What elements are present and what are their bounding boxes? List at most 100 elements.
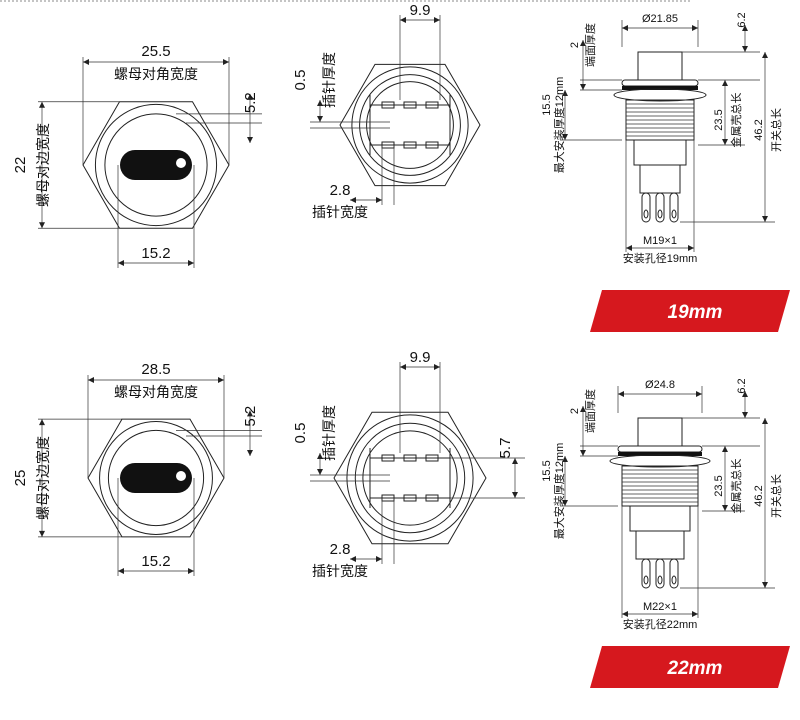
- base-circle: [362, 430, 458, 526]
- flat-width-value: 25: [12, 470, 29, 487]
- solder-terminal: [655, 558, 665, 589]
- indicator-dot: [176, 471, 186, 481]
- face-thickness-label: 端面厚度: [583, 23, 597, 67]
- knob-cap: [637, 417, 683, 447]
- pin-thickness-value: 0.5: [292, 70, 309, 91]
- solder-terminal: [669, 558, 679, 589]
- base-circle: [366, 81, 454, 169]
- solder-terminal: [641, 192, 651, 223]
- face-thickness-value: 2: [569, 42, 581, 48]
- thread-spec-value: M22×1: [643, 601, 677, 613]
- bezel-circle: [104, 113, 208, 217]
- pin-width-label: 插针宽度: [312, 563, 368, 579]
- bezel-diameter-value: Ø24.8: [645, 379, 675, 391]
- pin-thickness-value: 0.5: [292, 423, 309, 444]
- mount-thickness-value: 15.5: [541, 94, 553, 115]
- arrowhead: [742, 25, 748, 52]
- total-length-label: 开关总长: [769, 108, 783, 152]
- pin-thickness-label: 插针厚度: [321, 405, 337, 461]
- hex-nut-side: [613, 88, 707, 102]
- pin-width-value: 2.8: [330, 182, 351, 199]
- arrowhead: [742, 391, 748, 418]
- nut-inner-circle: [94, 103, 218, 227]
- solder-terminal: [669, 192, 679, 223]
- body-circle: [354, 422, 466, 534]
- size-banner: [590, 290, 790, 332]
- bezel-circle: [107, 429, 205, 527]
- terminal-hole: [643, 575, 649, 585]
- arrowhead: [580, 40, 586, 90]
- arrowhead: [317, 100, 323, 122]
- corner-width-value: 25.5: [141, 43, 170, 60]
- arrowhead: [562, 456, 568, 506]
- flat-width-label: 螺母对边宽度: [35, 436, 51, 520]
- pin-base-outline: [369, 95, 451, 155]
- pin-row-spacing-value: 5.7: [497, 438, 514, 459]
- front-view: 25.5 螺母对角宽度 22 螺母对边宽度 5.2 15.2: [12, 43, 262, 268]
- sealing-ring: [622, 86, 698, 90]
- corner-width-label: 螺母对角宽度: [114, 384, 198, 400]
- switch-base: [639, 164, 681, 194]
- hex-nut-outline: [339, 63, 481, 187]
- pin-spacing-value: 9.9: [410, 349, 431, 366]
- arrowhead: [562, 90, 568, 140]
- flat-width-value: 22: [12, 157, 29, 174]
- thread-spec-value: M19×1: [643, 235, 677, 247]
- shell-length-label: 金属壳总长: [729, 459, 743, 514]
- terminal-hole: [643, 209, 649, 219]
- terminal-hole: [671, 209, 677, 219]
- flat-width-label: 螺母对边宽度: [35, 123, 51, 207]
- size-banner: [590, 646, 790, 688]
- knob-width-value: 15.2: [141, 245, 170, 262]
- mount-thickness-label: 最大安装厚度12mm: [552, 443, 566, 540]
- cap-height-value: 6.2: [736, 12, 748, 27]
- size-banner-text: 22mm: [667, 658, 723, 679]
- arrowhead: [247, 93, 253, 143]
- rotary-knob-slot: [120, 150, 192, 180]
- shell-length-label: 金属壳总长: [729, 93, 743, 148]
- face-thickness-value: 2: [569, 408, 581, 414]
- bezel-diameter-value: Ø21.85: [642, 13, 678, 25]
- indicator-dot: [176, 158, 186, 168]
- face-thickness-label: 端面厚度: [583, 389, 597, 433]
- knob-cap: [637, 51, 683, 81]
- bezel-flange: [617, 445, 703, 453]
- knob-height-value: 5.2: [242, 406, 259, 427]
- bezel-flange: [621, 79, 699, 87]
- terminal-hole: [671, 575, 677, 585]
- pin-width-label: 插针宽度: [312, 204, 368, 220]
- total-length-value: 46.2: [753, 119, 765, 140]
- sealing-ring: [618, 452, 702, 456]
- knob-height-value: 5.2: [242, 92, 259, 113]
- total-length-label: 开关总长: [769, 474, 783, 518]
- hex-nut-side: [609, 454, 711, 468]
- mounting-hole-label: 安装孔径19mm: [623, 251, 698, 265]
- terminal-hole: [657, 575, 663, 585]
- front-view: 28.5 螺母对角宽度 25 螺母对边宽度 5.2 15.2: [12, 361, 262, 576]
- shell-length-value: 23.5: [713, 109, 725, 130]
- terminal-hole: [657, 209, 663, 219]
- mount-thickness-label: 最大安装厚度12mm: [552, 77, 566, 174]
- knob-width-value: 15.2: [141, 553, 170, 570]
- switch-base: [635, 530, 685, 560]
- corner-width-value: 28.5: [141, 361, 170, 378]
- corner-width-label: 螺母对角宽度: [114, 66, 198, 82]
- rotary-knob-slot: [120, 463, 192, 493]
- arrowhead: [580, 406, 586, 456]
- nut-inner-circle: [99, 421, 213, 535]
- nut-inner-circle: [346, 414, 474, 542]
- total-length-value: 46.2: [753, 485, 765, 506]
- shell-length-value: 23.5: [713, 475, 725, 496]
- solder-terminal: [641, 558, 651, 589]
- size-banner-text: 19mm: [668, 302, 723, 323]
- hex-nut-outline: [333, 411, 487, 545]
- cap-height-value: 6.2: [736, 378, 748, 393]
- mount-thickness-value: 15.5: [541, 460, 553, 481]
- switch-housing: [633, 139, 687, 166]
